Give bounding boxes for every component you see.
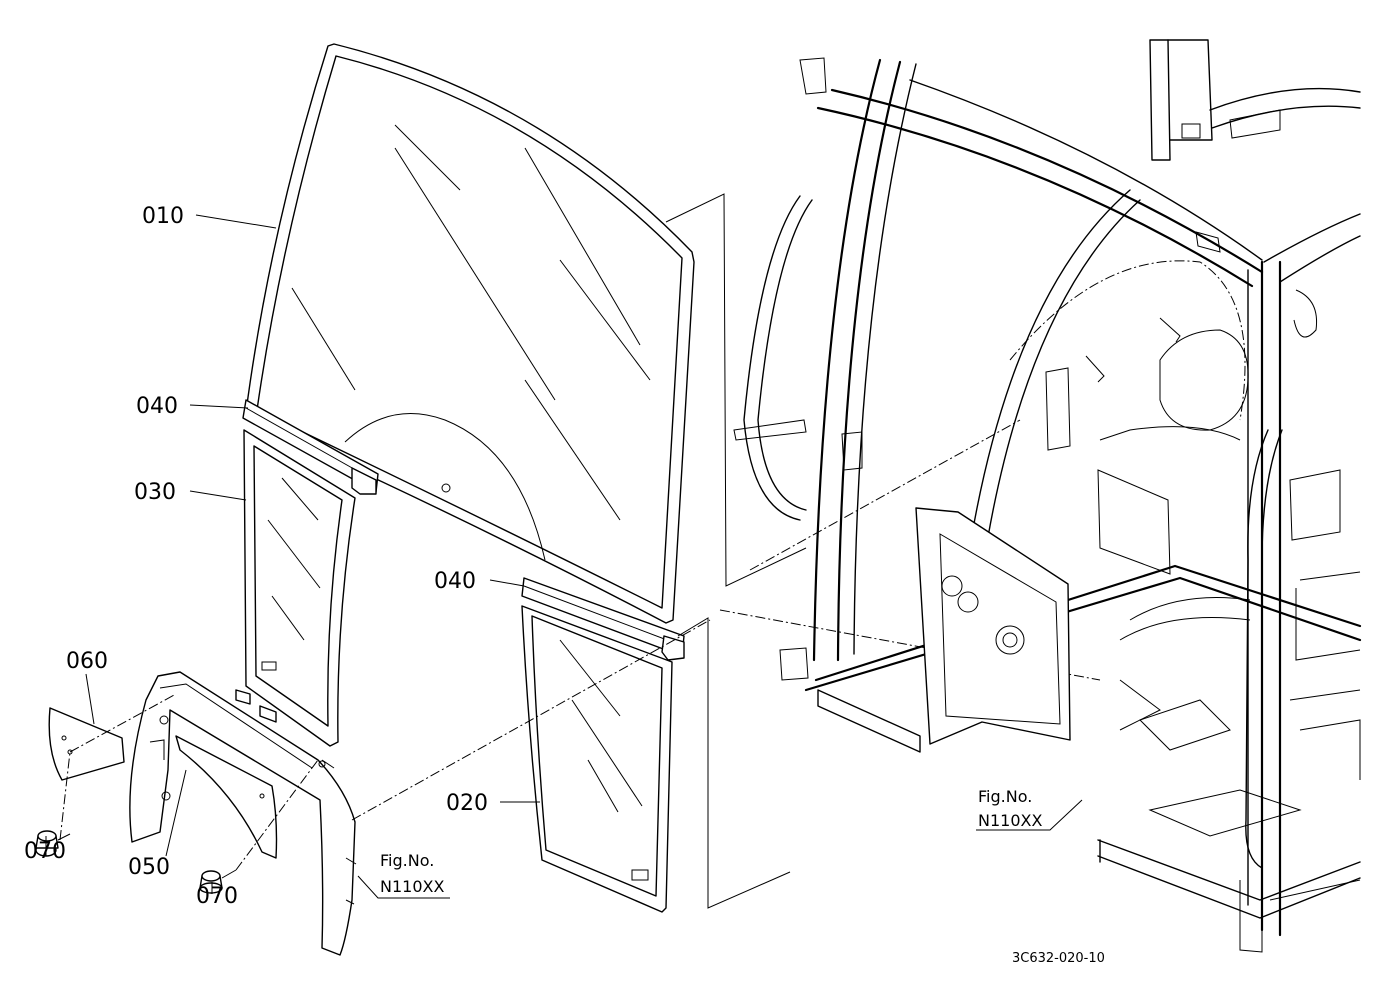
label-050: 050 xyxy=(128,855,170,880)
fig-ref-right-code: N110XX xyxy=(978,811,1042,830)
part-030-left-lower-glass xyxy=(243,429,356,747)
document-code: 3C632-020-10 xyxy=(1012,951,1105,966)
figure-ref-left: Fig.No. N110XX xyxy=(380,851,444,896)
part-040-strip-upper xyxy=(242,399,379,495)
label-060: 060 xyxy=(66,649,108,674)
label-010: 010 xyxy=(142,204,184,229)
part-labels: 010 040 030 040 020 060 070 050 070 xyxy=(24,204,488,909)
label-040-lower: 040 xyxy=(434,569,476,594)
label-070-left: 070 xyxy=(24,839,66,864)
center-lines xyxy=(59,419,1101,871)
part-070-bolt-left xyxy=(35,830,71,857)
part-060-cover xyxy=(48,707,125,781)
label-030: 030 xyxy=(134,480,176,505)
fig-ref-left-code: N110XX xyxy=(380,877,444,896)
cut-lines xyxy=(665,193,807,909)
figure-ref-right: Fig.No. N110XX xyxy=(978,787,1042,830)
part-010-upper-glass xyxy=(245,43,695,624)
fig-ref-left-title: Fig.No. xyxy=(380,851,434,870)
left-bracket-panel xyxy=(129,671,357,956)
fig-ref-right-title: Fig.No. xyxy=(978,787,1032,806)
label-020: 020 xyxy=(446,791,488,816)
leader-lines xyxy=(45,214,1083,899)
label-070-right: 070 xyxy=(196,884,238,909)
part-050-plate xyxy=(175,735,278,859)
label-040-upper: 040 xyxy=(136,394,178,419)
part-020-center-lower-glass xyxy=(521,605,673,913)
cab-frame xyxy=(733,39,1362,953)
part-070-bolt-right xyxy=(199,869,237,894)
part-040-strip-lower xyxy=(521,577,685,661)
